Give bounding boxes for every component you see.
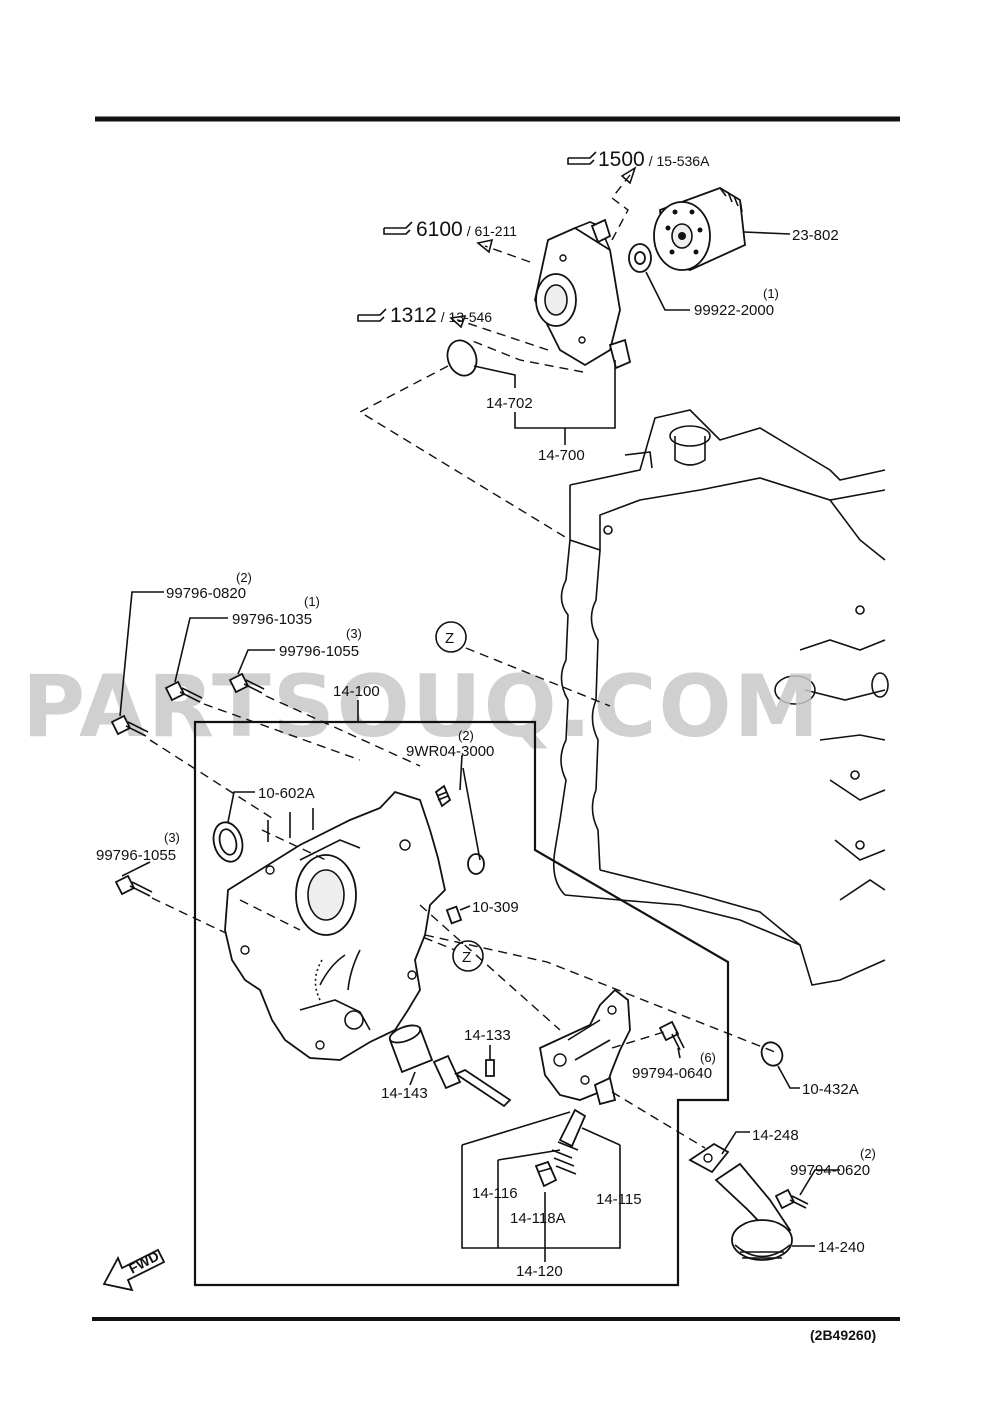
plug-9wr04-3000[interactable] <box>434 784 485 875</box>
label-10-432a[interactable]: 10-432A <box>802 1081 859 1098</box>
label-10-602a[interactable]: 10-602A <box>258 785 315 802</box>
rotor-sleeve-14-143[interactable] <box>388 1022 462 1090</box>
qty-99796-1035: (1) <box>304 594 320 609</box>
zone-marker-z-upper: Z <box>435 621 467 653</box>
pointing-hand-icon <box>567 151 597 165</box>
svg-text:Z: Z <box>445 630 454 647</box>
engine-block <box>552 409 889 986</box>
oil-seal-10-602a[interactable] <box>209 819 246 865</box>
oil-cooler-14-700[interactable] <box>534 218 632 370</box>
label-99794-0620[interactable]: 99794-0620 <box>790 1162 870 1179</box>
label-14-115[interactable]: 14-115 <box>596 1191 642 1208</box>
label-99796-0820[interactable]: 99796-0820 <box>166 585 246 602</box>
qty-99922: (1) <box>763 286 779 301</box>
qty-99794-0640: (6) <box>700 1050 716 1065</box>
pointing-hand-icon <box>357 308 387 322</box>
ref-6100[interactable]: 6100/ 61-211 <box>416 218 517 241</box>
pin-10-309[interactable] <box>445 905 463 925</box>
label-99794-0640[interactable]: 99794-0640 <box>632 1065 712 1082</box>
label-14-116[interactable]: 14-116 <box>472 1185 518 1202</box>
label-10-309[interactable]: 10-309 <box>472 899 519 916</box>
svg-text:Z: Z <box>462 949 471 966</box>
label-14-133[interactable]: 14-133 <box>464 1027 511 1044</box>
label-14-702[interactable]: 14-702 <box>486 395 533 412</box>
shaft-14-133[interactable] <box>454 1045 512 1108</box>
label-14-118a[interactable]: 14-118A <box>510 1210 566 1227</box>
bolt-99796-1035[interactable] <box>164 680 203 703</box>
label-14-143[interactable]: 14-143 <box>381 1085 428 1102</box>
front-cover-14-100[interactable] <box>224 790 446 1061</box>
qty-99796-0820: (2) <box>236 570 252 585</box>
fwd-arrow-icon: FWD <box>102 1248 166 1292</box>
ref-1312[interactable]: 1312/ 13-546 <box>390 304 492 327</box>
diagram-code: (2B49260) <box>810 1327 876 1343</box>
gasket-14-248[interactable] <box>688 1142 730 1174</box>
bolt-99796-1055-upper[interactable] <box>228 672 265 694</box>
bolt-99794-0640[interactable] <box>658 1020 685 1051</box>
qty-99796-1055-lower: (3) <box>164 830 180 845</box>
label-99796-1055-lower[interactable]: 99796-1055 <box>96 847 176 864</box>
label-14-248[interactable]: 14-248 <box>752 1127 799 1144</box>
zone-marker-z-lower: Z <box>452 940 484 972</box>
o-ring-10-432a[interactable] <box>758 1039 786 1069</box>
watermark: PARTSOUQ.COM <box>22 657 821 757</box>
label-9wr04-3000[interactable]: 9WR04-3000 <box>406 743 494 760</box>
oil-pump-body[interactable] <box>538 988 631 1106</box>
oil-strainer-14-240[interactable] <box>714 1162 793 1261</box>
bolt-99796-0820[interactable] <box>110 714 149 737</box>
qty-9wr04-3000: (2) <box>458 728 474 743</box>
o-ring-14-702[interactable] <box>443 336 482 379</box>
assembly-boundary-14-100 <box>193 720 730 1287</box>
pointing-hand-icon <box>383 221 413 235</box>
label-14-100[interactable]: 14-100 <box>333 683 380 700</box>
oil-filter-23-802[interactable] <box>653 187 746 271</box>
label-14-120[interactable]: 14-120 <box>516 1263 563 1280</box>
relief-spring-14-115[interactable] <box>534 1160 558 1188</box>
hex-nut-99922[interactable] <box>628 243 652 273</box>
label-14-700[interactable]: 14-700 <box>538 447 585 464</box>
relief-plunger-14-116[interactable] <box>551 1108 587 1175</box>
qty-99796-1055-upper: (3) <box>346 626 362 641</box>
label-99796-1035[interactable]: 99796-1035 <box>232 611 312 628</box>
label-99796-1055-upper[interactable]: 99796-1055 <box>279 643 359 660</box>
label-99922-2000[interactable]: 99922-2000 <box>694 302 774 319</box>
label-23-802[interactable]: 23-802 <box>792 227 839 244</box>
bolt-99794-0620[interactable] <box>774 1188 809 1210</box>
ref-1500[interactable]: 1500/ 15-536A <box>598 148 710 171</box>
label-14-240[interactable]: 14-240 <box>818 1239 865 1256</box>
bolt-99796-1055-lower[interactable] <box>114 874 153 897</box>
qty-99794-0620: (2) <box>860 1146 876 1161</box>
